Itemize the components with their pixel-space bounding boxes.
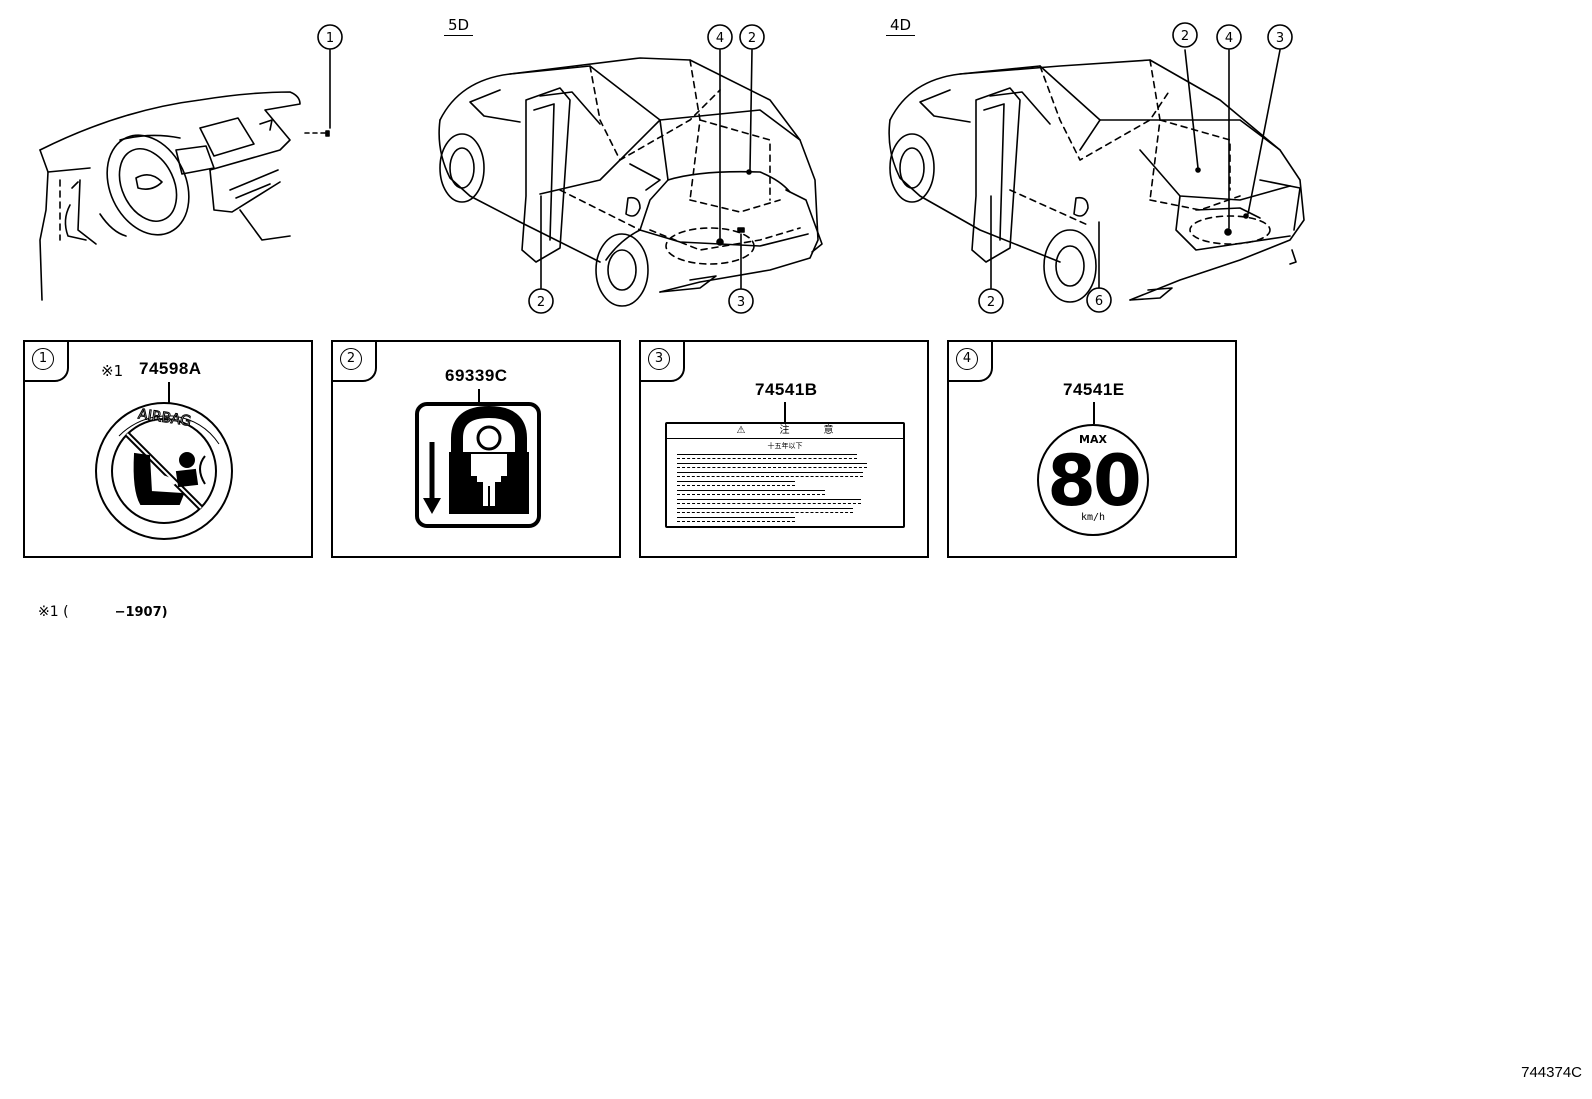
child-lock-icon [415,402,541,528]
caution-header: ⚠ 注 意 [667,424,903,439]
ref-mark: ※1 [101,362,124,380]
callout-6-4d: 6 [1095,294,1103,309]
part-number: 69339C [445,366,508,385]
leader-line [1093,402,1095,424]
variant-4d-label: 4D [886,16,916,36]
panel-speed-limit-label: 4 74541E MAX 80 km/h [947,340,1237,558]
hatchback-illustration [438,49,823,307]
callout-2-4d-rear: 2 [1181,29,1189,44]
footnote-mark: ※1 ( [38,604,69,620]
leader-line [784,402,786,422]
callout-4-4d: 4 [1225,31,1233,46]
airbag-warning-icon: AIRBAG [95,402,233,540]
part-number: 74541E [1063,380,1125,399]
callout-3-4d: 3 [1276,31,1284,46]
caution-char: 意 [823,425,834,436]
callout-2-5d-rear: 2 [748,31,756,46]
caution-sticker: ⚠ 注 意 十五年以下 [665,422,905,528]
panel-index: 3 [648,348,670,370]
part-number: 74598A [139,359,202,378]
warning-triangle-icon: ⚠ [736,425,746,436]
panel-airbag-label: 1 ※1 74598A AIRBAG [23,340,313,558]
callout-4-5d: 4 [716,31,724,46]
callout-2-4d-door: 2 [987,295,995,310]
vehicle-illustrations: 1 4 2 2 4 3 2 3 2 6 [39,22,1305,314]
footnote: ※1 ( −1907) [38,604,168,620]
sedan-illustration [888,49,1305,303]
speed-value: 80 [1047,440,1141,522]
callout-2-5d-door: 2 [537,295,545,310]
caution-text-lines [677,454,877,526]
panel-tab: 3 [639,340,685,382]
panel-caution-label: 3 74541B ⚠ 注 意 十五年以下 [639,340,929,558]
leader-line [478,389,480,405]
callout-numbers: 1 4 2 2 4 3 2 3 2 6 [326,29,1284,310]
panel-index: 2 [340,348,362,370]
caution-char: 注 [779,425,790,436]
footnote-range: −1907) [114,605,168,620]
variant-5d-label: 5D [444,16,474,36]
dashboard-illustration [39,49,331,301]
caution-subtitle: 十五年以下 [767,442,803,450]
leader-line [168,382,170,404]
speed-unit: km/h [1080,512,1106,523]
part-number: 74541B [755,380,818,399]
speed-limit-sticker: MAX 80 km/h [1037,424,1149,536]
panel-index: 1 [32,348,54,370]
panel-tab: 4 [947,340,993,382]
callout-3-5d: 3 [737,295,745,310]
panel-index: 4 [956,348,978,370]
panel-tab: 1 [23,340,69,382]
diagram-code: 744374C [1521,1064,1582,1081]
panel-child-lock-label: 2 69339C [331,340,621,558]
svg-text:AIRBAG: AIRBAG [137,406,192,429]
panel-tab: 2 [331,340,377,382]
callout-1-dashboard: 1 [326,31,334,46]
callout-circles [317,22,1293,314]
speed-max-text: MAX [1079,433,1107,446]
